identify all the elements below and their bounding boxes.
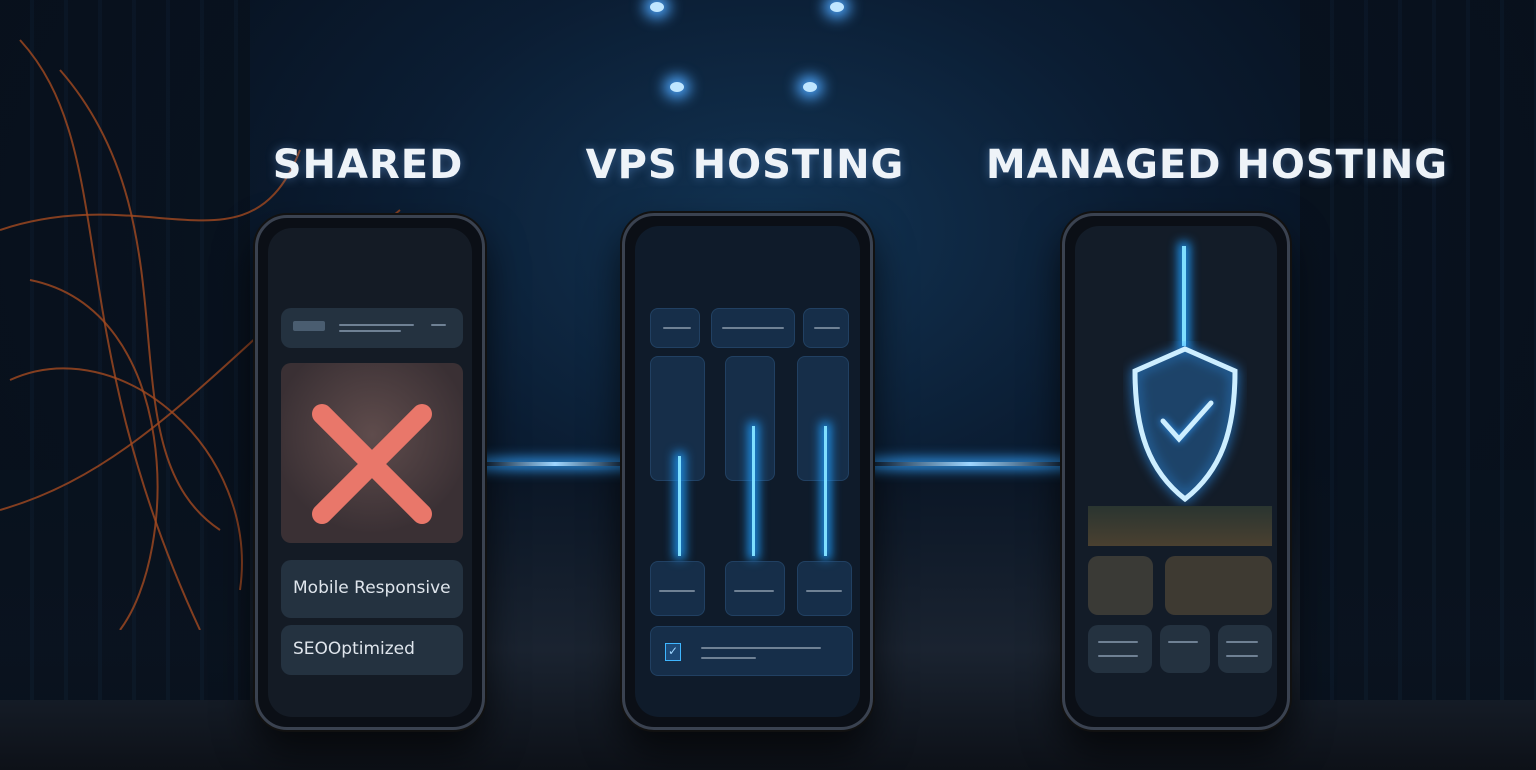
header-bar: [281, 308, 463, 348]
glow-bar: [752, 426, 755, 556]
list-card: [1160, 625, 1210, 673]
food-image: [1088, 506, 1272, 546]
top-cell: [650, 308, 700, 348]
bottom-card: ✓: [650, 626, 853, 676]
server-column: [650, 356, 705, 481]
x-icon: [312, 404, 432, 524]
phone-screen: ✓: [635, 226, 860, 717]
light-beam: [480, 462, 630, 466]
info-card: [650, 561, 705, 616]
top-cell: [803, 308, 849, 348]
checkbox-icon: ✓: [665, 643, 681, 661]
feature-seo-optimized: SEOOptimized: [281, 625, 463, 675]
top-cell: [711, 308, 795, 348]
heading-managed-hosting: MANAGED HOSTING: [985, 142, 1449, 188]
ceiling-light: [670, 82, 684, 92]
info-card: [797, 561, 852, 616]
phone-screen: Mobile Responsive SEOOptimized: [268, 228, 472, 717]
server-column: [725, 356, 775, 481]
ceiling-light: [803, 82, 817, 92]
feature-mobile-responsive: Mobile Responsive: [281, 560, 463, 618]
feature-label: Mobile Responsive: [293, 578, 451, 598]
list-card: [1088, 625, 1152, 673]
thumbnail: [1088, 556, 1153, 615]
thumbnail: [1165, 556, 1272, 615]
list-card: [1218, 625, 1272, 673]
heading-vps-hosting: VPS HOSTING: [585, 142, 905, 188]
phone-vps: ✓: [622, 213, 873, 730]
phone-managed: [1062, 213, 1290, 730]
ceiling-light: [830, 2, 844, 12]
image-placeholder: [281, 363, 463, 543]
glow-line: [1182, 246, 1186, 346]
phone-shared: Mobile Responsive SEOOptimized: [255, 215, 485, 730]
glow-bar: [678, 456, 681, 556]
light-beam: [870, 462, 1070, 466]
server-rack-right: [1300, 0, 1536, 700]
feature-label: SEOOptimized: [293, 639, 415, 659]
server-column: [797, 356, 849, 481]
glow-bar: [824, 426, 827, 556]
info-card: [725, 561, 785, 616]
shield-check-icon: [1132, 346, 1238, 503]
ceiling-light: [650, 2, 664, 12]
heading-shared: SHARED: [272, 142, 464, 188]
cables-decoration: [0, 39, 401, 630]
phone-screen: [1075, 226, 1277, 717]
